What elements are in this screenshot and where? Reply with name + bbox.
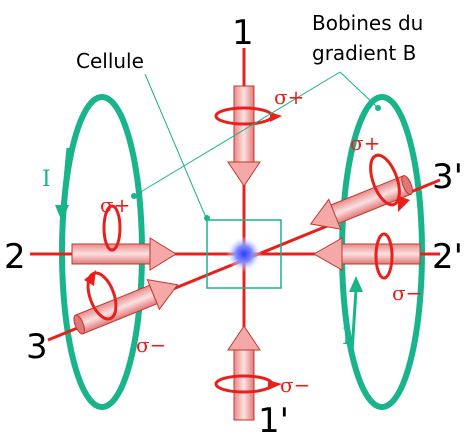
current-label-left: I — [42, 167, 51, 192]
right-coil-current-arrow — [349, 276, 363, 292]
cell-outline — [206, 219, 282, 289]
sigma-right-upper: σ+ — [350, 131, 380, 155]
label-cellule: Cellule — [76, 49, 144, 73]
label-beam-1p: 1' — [258, 401, 289, 438]
rotation-top-arrowhead — [270, 112, 282, 122]
label-bobines-line1: Bobines du — [312, 11, 423, 35]
sigma-left-lower: σ− — [136, 333, 166, 357]
atom-cloud — [226, 236, 262, 272]
rotation-left-upper — [102, 204, 122, 252]
label-beam-2p: 2' — [432, 237, 463, 277]
rotation-right-lower — [374, 232, 394, 280]
label-beam-3: 3 — [26, 327, 48, 367]
arrow-beam-2p — [312, 237, 421, 271]
rotation-bottom-arrowhead — [268, 380, 282, 390]
current-label-right: I — [342, 325, 351, 350]
arrow-beam-1p — [227, 325, 261, 421]
sigma-top: σ+ — [274, 85, 304, 109]
arrow-beam-3p — [309, 175, 413, 230]
sigma-right-lower: σ− — [392, 281, 422, 305]
rotation-right-arrowhead — [398, 196, 410, 212]
label-bobines-line2: gradient B — [312, 41, 416, 65]
sigma-left-upper: σ+ — [100, 193, 130, 217]
polarization-rotations — [86, 106, 401, 394]
label-beam-3p: 3' — [432, 157, 463, 197]
arrow-beam-2 — [71, 237, 177, 271]
sigma-bottom: σ− — [280, 373, 310, 397]
rotation-left-arrowhead — [84, 270, 96, 286]
left-coil-current-arrow — [55, 205, 69, 222]
label-beam-1: 1 — [232, 13, 254, 53]
label-beam-2: 2 — [4, 237, 26, 277]
leader-lines — [133, 71, 379, 221]
rotation-right-upper — [369, 153, 401, 207]
